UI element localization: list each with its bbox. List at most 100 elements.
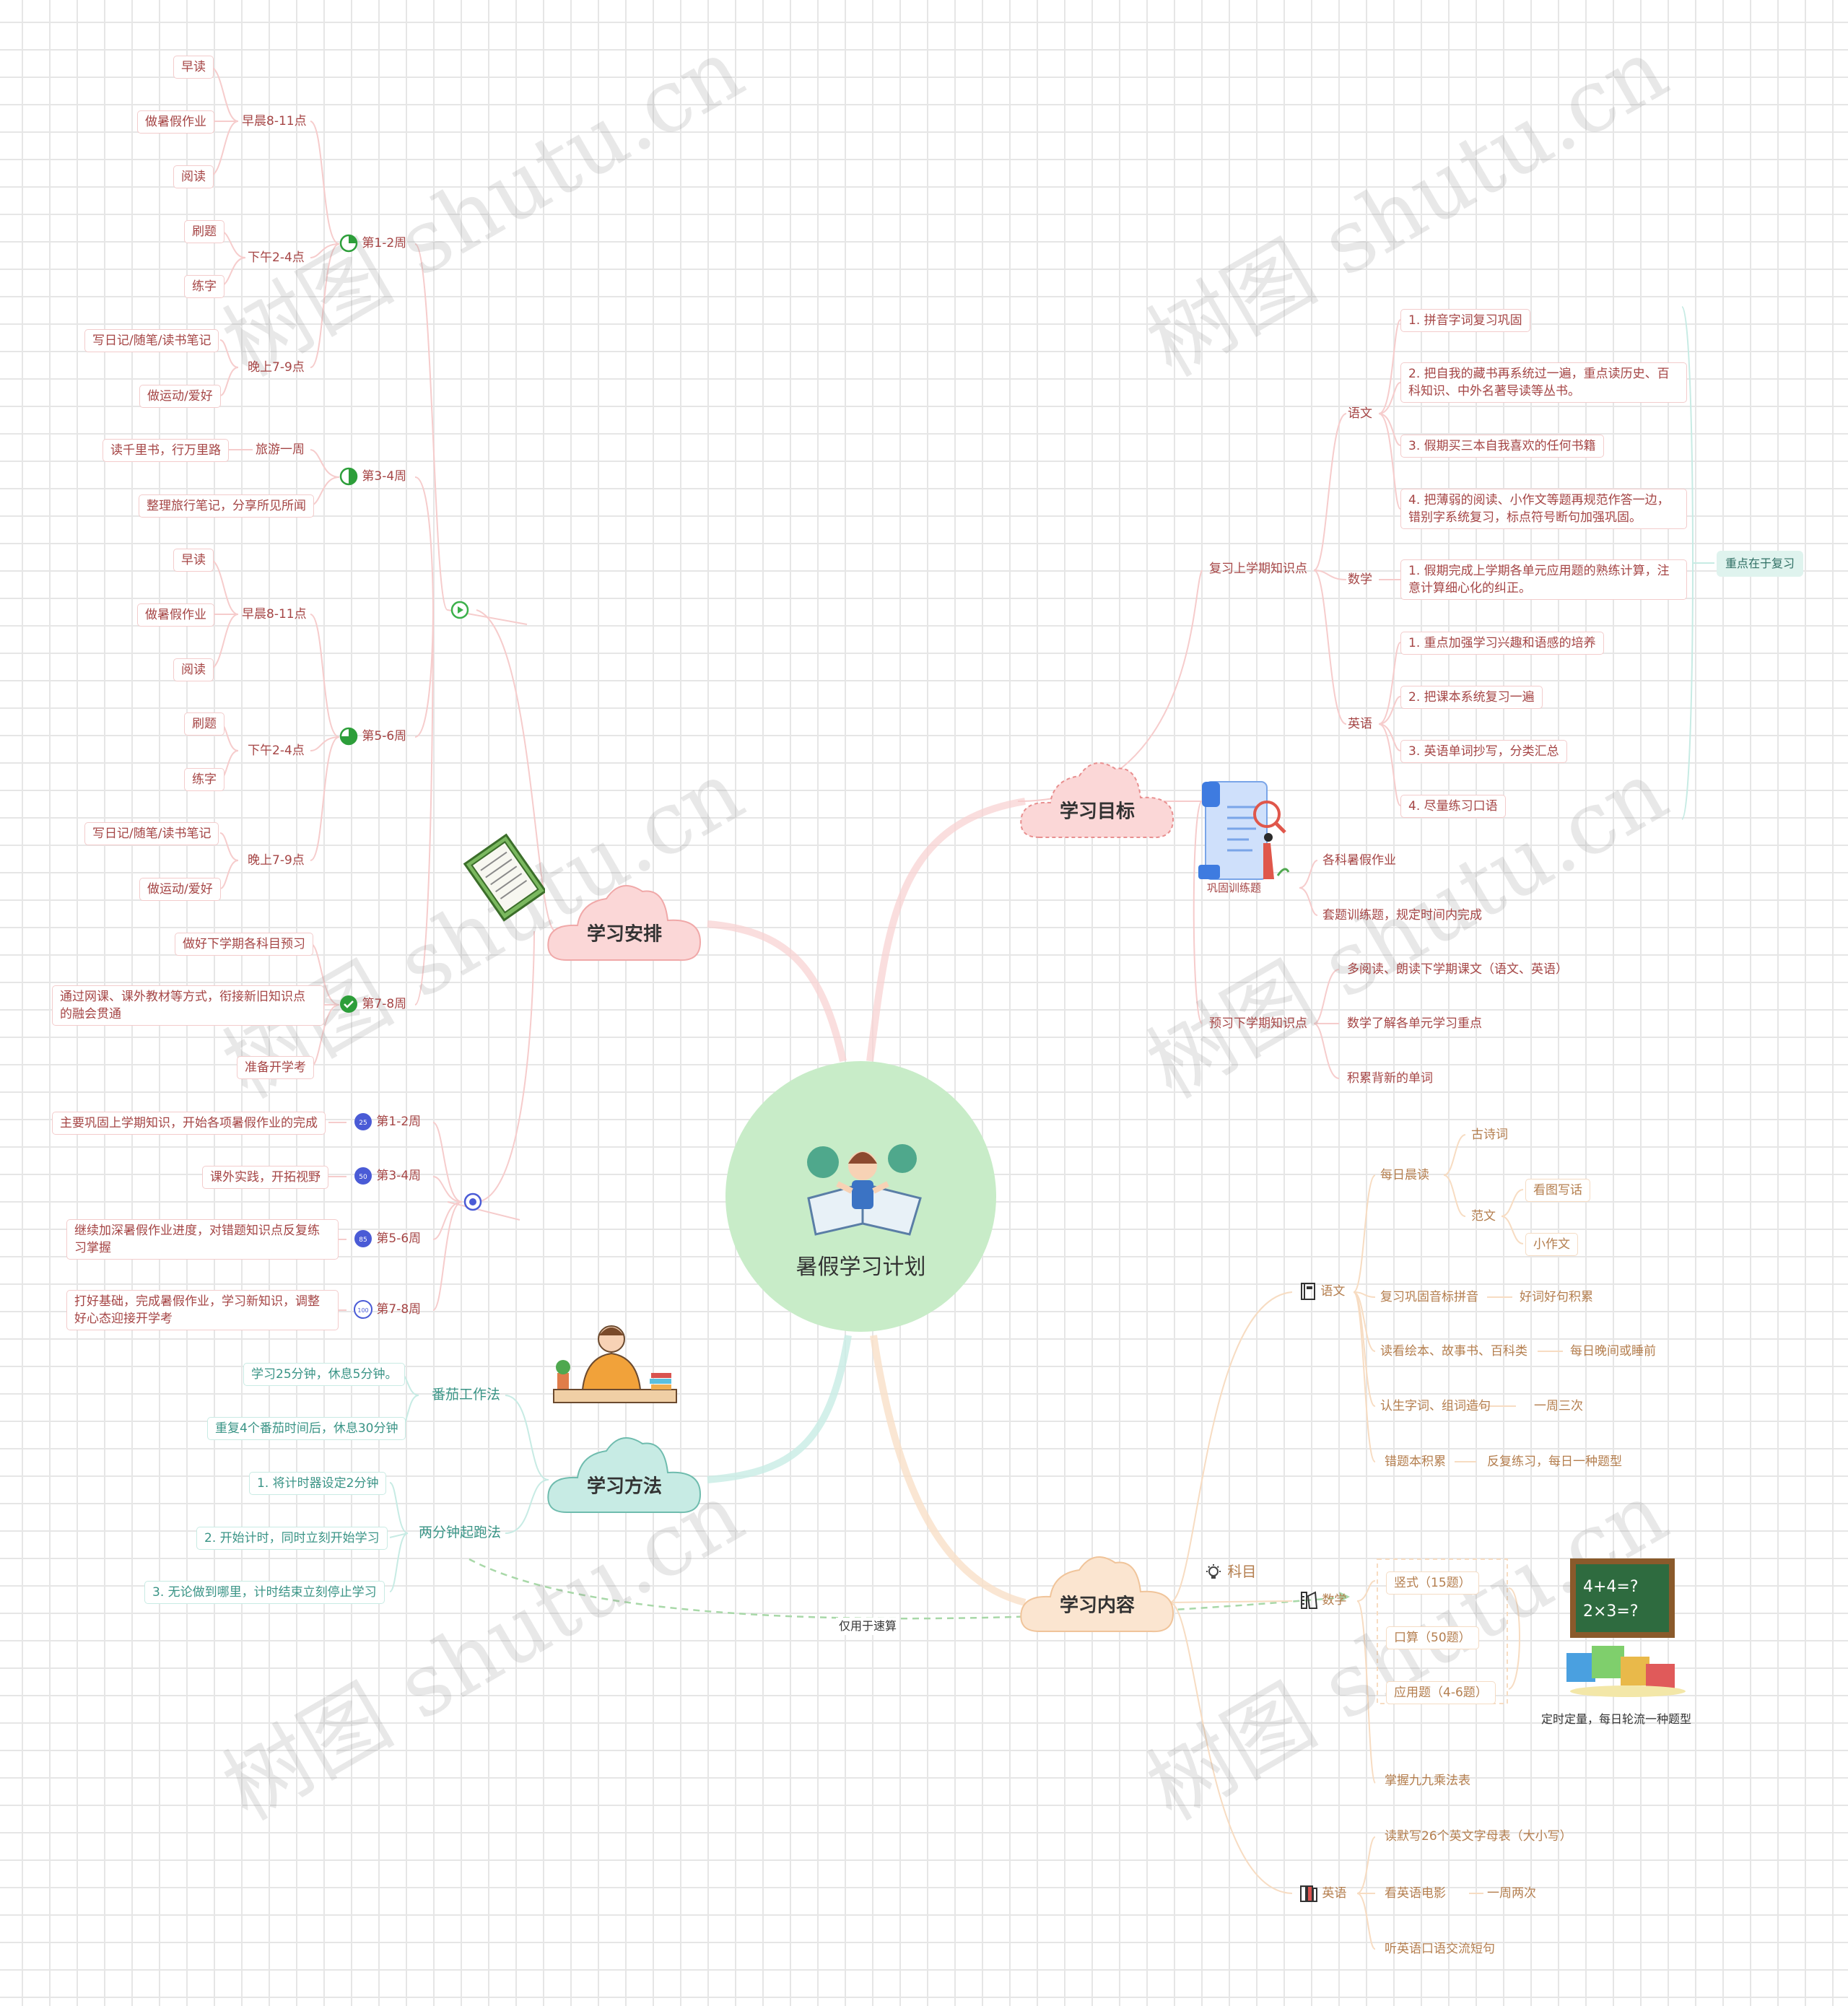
goal-item[interactable]: 3. 英语单词抄写，分类汇总 <box>1400 740 1567 763</box>
english-item[interactable]: 读默写26个英文字母表（大小写） <box>1385 1829 1572 1844</box>
task-item[interactable]: 做运动/爱好 <box>139 878 221 901</box>
root-node[interactable]: 暑假学习计划 <box>725 1061 996 1332</box>
training-item[interactable]: 套题训练题，规定时间内完成 <box>1322 908 1482 923</box>
time-slot[interactable]: 早晨8-11点 <box>242 607 307 622</box>
english-movie[interactable]: 看英语电影 <box>1385 1886 1446 1901</box>
chinese-row-a[interactable]: 读看绘本、故事书、百科类 <box>1380 1344 1527 1359</box>
task-item[interactable]: 做运动/爱好 <box>139 385 221 408</box>
content-chinese[interactable]: 语文 <box>1299 1282 1345 1301</box>
branch-method[interactable]: 学习方法 <box>545 1426 704 1519</box>
week-node[interactable]: 第3-4周 <box>339 467 406 486</box>
time-slot[interactable]: 下午2-4点 <box>248 250 305 265</box>
task-item[interactable]: 练字 <box>184 768 225 791</box>
math-item[interactable]: 应用题（4-6题） <box>1386 1681 1496 1704</box>
progress-text[interactable]: 打好基础，完成暑假作业，学习新知识，调整好心态迎接开学考 <box>66 1290 339 1330</box>
task-item[interactable]: 阅读 <box>173 165 214 188</box>
goal-item[interactable]: 1. 假期完成上学期各单元应用题的熟练计算，注意计算细心化的纠正。 <box>1400 559 1687 600</box>
chinese-row-a[interactable]: 认生字词、组词造句 <box>1380 1399 1491 1413</box>
method-item[interactable]: 2. 开始计时，同时立刻开始学习 <box>196 1527 388 1550</box>
task-item[interactable]: 早读 <box>173 549 214 572</box>
task-item[interactable]: 早读 <box>173 56 214 79</box>
math-item[interactable]: 竖式（15题） <box>1386 1571 1479 1595</box>
goal-item[interactable]: 3. 假期买三本自我喜欢的任何书籍 <box>1400 435 1604 458</box>
goal-item[interactable]: 2. 把自我的藏书再系统过一遍，重点读历史、百科知识、中外名著导读等丛书。 <box>1400 362 1687 403</box>
goal-item[interactable]: 4. 把薄弱的阅读、小作文等题再规范作答一边，错别字系统复习，标点符号断句加强巩… <box>1400 489 1687 529</box>
progress-text[interactable]: 课外实践，开拓视野 <box>202 1166 328 1189</box>
task-item[interactable]: 做暑假作业 <box>137 603 214 627</box>
english-movie-freq[interactable]: 一周两次 <box>1487 1886 1536 1901</box>
branch-goals[interactable]: 学习目标 <box>1018 751 1177 845</box>
method-item[interactable]: 3. 无论做到哪里，计时结束立刻停止学习 <box>144 1581 385 1604</box>
goal-item[interactable]: 2. 把课本系统复习一遍 <box>1400 686 1543 709</box>
task-item[interactable]: 读千里书，行万里路 <box>103 439 229 462</box>
method-pomodoro[interactable]: 番茄工作法 <box>432 1387 501 1403</box>
week-node[interactable]: 第7-8周 <box>339 995 406 1013</box>
progress-node[interactable]: 85 第5-6周 <box>354 1229 421 1248</box>
week-node[interactable]: 第1-2周 <box>339 234 406 253</box>
goal-item[interactable]: 4. 尽量练习口语 <box>1400 795 1506 818</box>
content-english[interactable]: 英语 <box>1299 1884 1346 1903</box>
method-item[interactable]: 1. 将计时器设定2分钟 <box>249 1472 387 1495</box>
target-circle-icon[interactable] <box>462 1191 484 1213</box>
task-item[interactable]: 刷题 <box>184 712 225 736</box>
time-slot[interactable]: 早晨8-11点 <box>242 114 307 128</box>
training-node[interactable]: 巩固训练题 <box>1207 881 1262 894</box>
task-item[interactable]: 练字 <box>184 275 225 298</box>
math-extra[interactable]: 掌握九九乘法表 <box>1385 1774 1470 1788</box>
task-item[interactable]: 通过网课、课外教材等方式，衔接新旧知识点的融会贯通 <box>52 985 324 1026</box>
progress-node[interactable]: 50 第3-4周 <box>354 1166 421 1185</box>
english-listen[interactable]: 听英语口语交流短句 <box>1385 1942 1495 1956</box>
math-item[interactable]: 口算（50题） <box>1386 1626 1479 1649</box>
task-item[interactable]: 写日记/随笔/读书笔记 <box>84 329 219 352</box>
chinese-row-a[interactable]: 复习巩固音标拼音 <box>1380 1290 1478 1304</box>
task-item[interactable]: 做暑假作业 <box>137 110 214 134</box>
poem-node[interactable]: 古诗词 <box>1471 1128 1508 1142</box>
subjects-node[interactable]: 科目 <box>1204 1563 1256 1582</box>
chinese-row-b[interactable]: 一周三次 <box>1534 1399 1583 1413</box>
time-slot[interactable]: 晚上7-9点 <box>248 853 305 868</box>
subject-math[interactable]: 数学 <box>1348 572 1372 587</box>
time-slot[interactable]: 下午2-4点 <box>248 743 305 758</box>
chinese-row-b[interactable]: 好词好句积累 <box>1520 1290 1593 1304</box>
play-circle-icon[interactable] <box>449 599 471 621</box>
preview-item[interactable]: 积累背新的单词 <box>1347 1071 1433 1086</box>
essay-node[interactable]: 范文 <box>1471 1209 1496 1224</box>
goal-item[interactable]: 1. 重点加强学习兴趣和语感的培养 <box>1400 632 1604 655</box>
relation-label[interactable]: 仅用于速算 <box>836 1618 900 1635</box>
training-item[interactable]: 各科暑假作业 <box>1322 853 1396 868</box>
week-node[interactable]: 第5-6周 <box>339 727 406 746</box>
goal-item[interactable]: 1. 拼音字词复习巩固 <box>1400 309 1530 332</box>
summary-tag[interactable]: 重点在于复习 <box>1717 551 1804 577</box>
task-item[interactable]: 准备开学考 <box>237 1056 314 1079</box>
task-item[interactable]: 阅读 <box>173 658 214 681</box>
content-math[interactable]: 数学 <box>1299 1590 1346 1610</box>
progress-text[interactable]: 继续加深暑假作业进度，对错题知识点反复练习掌握 <box>66 1219 339 1260</box>
review-node[interactable]: 复习上学期知识点 <box>1209 562 1307 576</box>
branch-content[interactable]: 学习内容 <box>1018 1545 1177 1639</box>
progress-node[interactable]: 100 第7-8周 <box>354 1300 421 1319</box>
chinese-row-a[interactable]: 错题本积累 <box>1385 1455 1446 1469</box>
branch-arrangement[interactable]: 学习安排 <box>545 873 704 967</box>
chinese-row-b[interactable]: 反复练习，每日一种题型 <box>1487 1455 1622 1469</box>
method-item[interactable]: 学习25分钟，休息5分钟。 <box>243 1363 406 1386</box>
essay-item[interactable]: 小作文 <box>1525 1233 1578 1256</box>
essay-item[interactable]: 看图写话 <box>1525 1179 1590 1202</box>
task-item[interactable]: 做好下学期各科目预习 <box>175 933 313 956</box>
subject-chinese[interactable]: 语文 <box>1348 406 1372 421</box>
time-slot[interactable]: 晚上7-9点 <box>248 360 305 375</box>
progress-node[interactable]: 25 第1-2周 <box>354 1112 421 1131</box>
method-item[interactable]: 重复4个番茄时间后，休息30分钟 <box>207 1417 406 1440</box>
math-note[interactable]: 定时定量，每日轮流一种题型 <box>1541 1712 1692 1726</box>
morning-reading[interactable]: 每日晨读 <box>1380 1168 1429 1182</box>
time-slot[interactable]: 旅游一周 <box>256 442 305 457</box>
task-item[interactable]: 整理旅行笔记，分享所见所闻 <box>139 494 314 518</box>
method-twominute[interactable]: 两分钟起跑法 <box>419 1525 502 1540</box>
preview-node[interactable]: 预习下学期知识点 <box>1209 1016 1307 1031</box>
chinese-row-b[interactable]: 每日晚间或睡前 <box>1570 1344 1656 1359</box>
preview-item[interactable]: 多阅读、朗读下学期课文（语文、英语） <box>1347 962 1568 977</box>
preview-item[interactable]: 数学了解各单元学习重点 <box>1347 1016 1482 1031</box>
subject-english[interactable]: 英语 <box>1348 717 1372 731</box>
task-item[interactable]: 写日记/随笔/读书笔记 <box>84 822 219 845</box>
task-item[interactable]: 刷题 <box>184 220 225 243</box>
progress-text[interactable]: 主要巩固上学期知识，开始各项暑假作业的完成 <box>52 1112 326 1135</box>
